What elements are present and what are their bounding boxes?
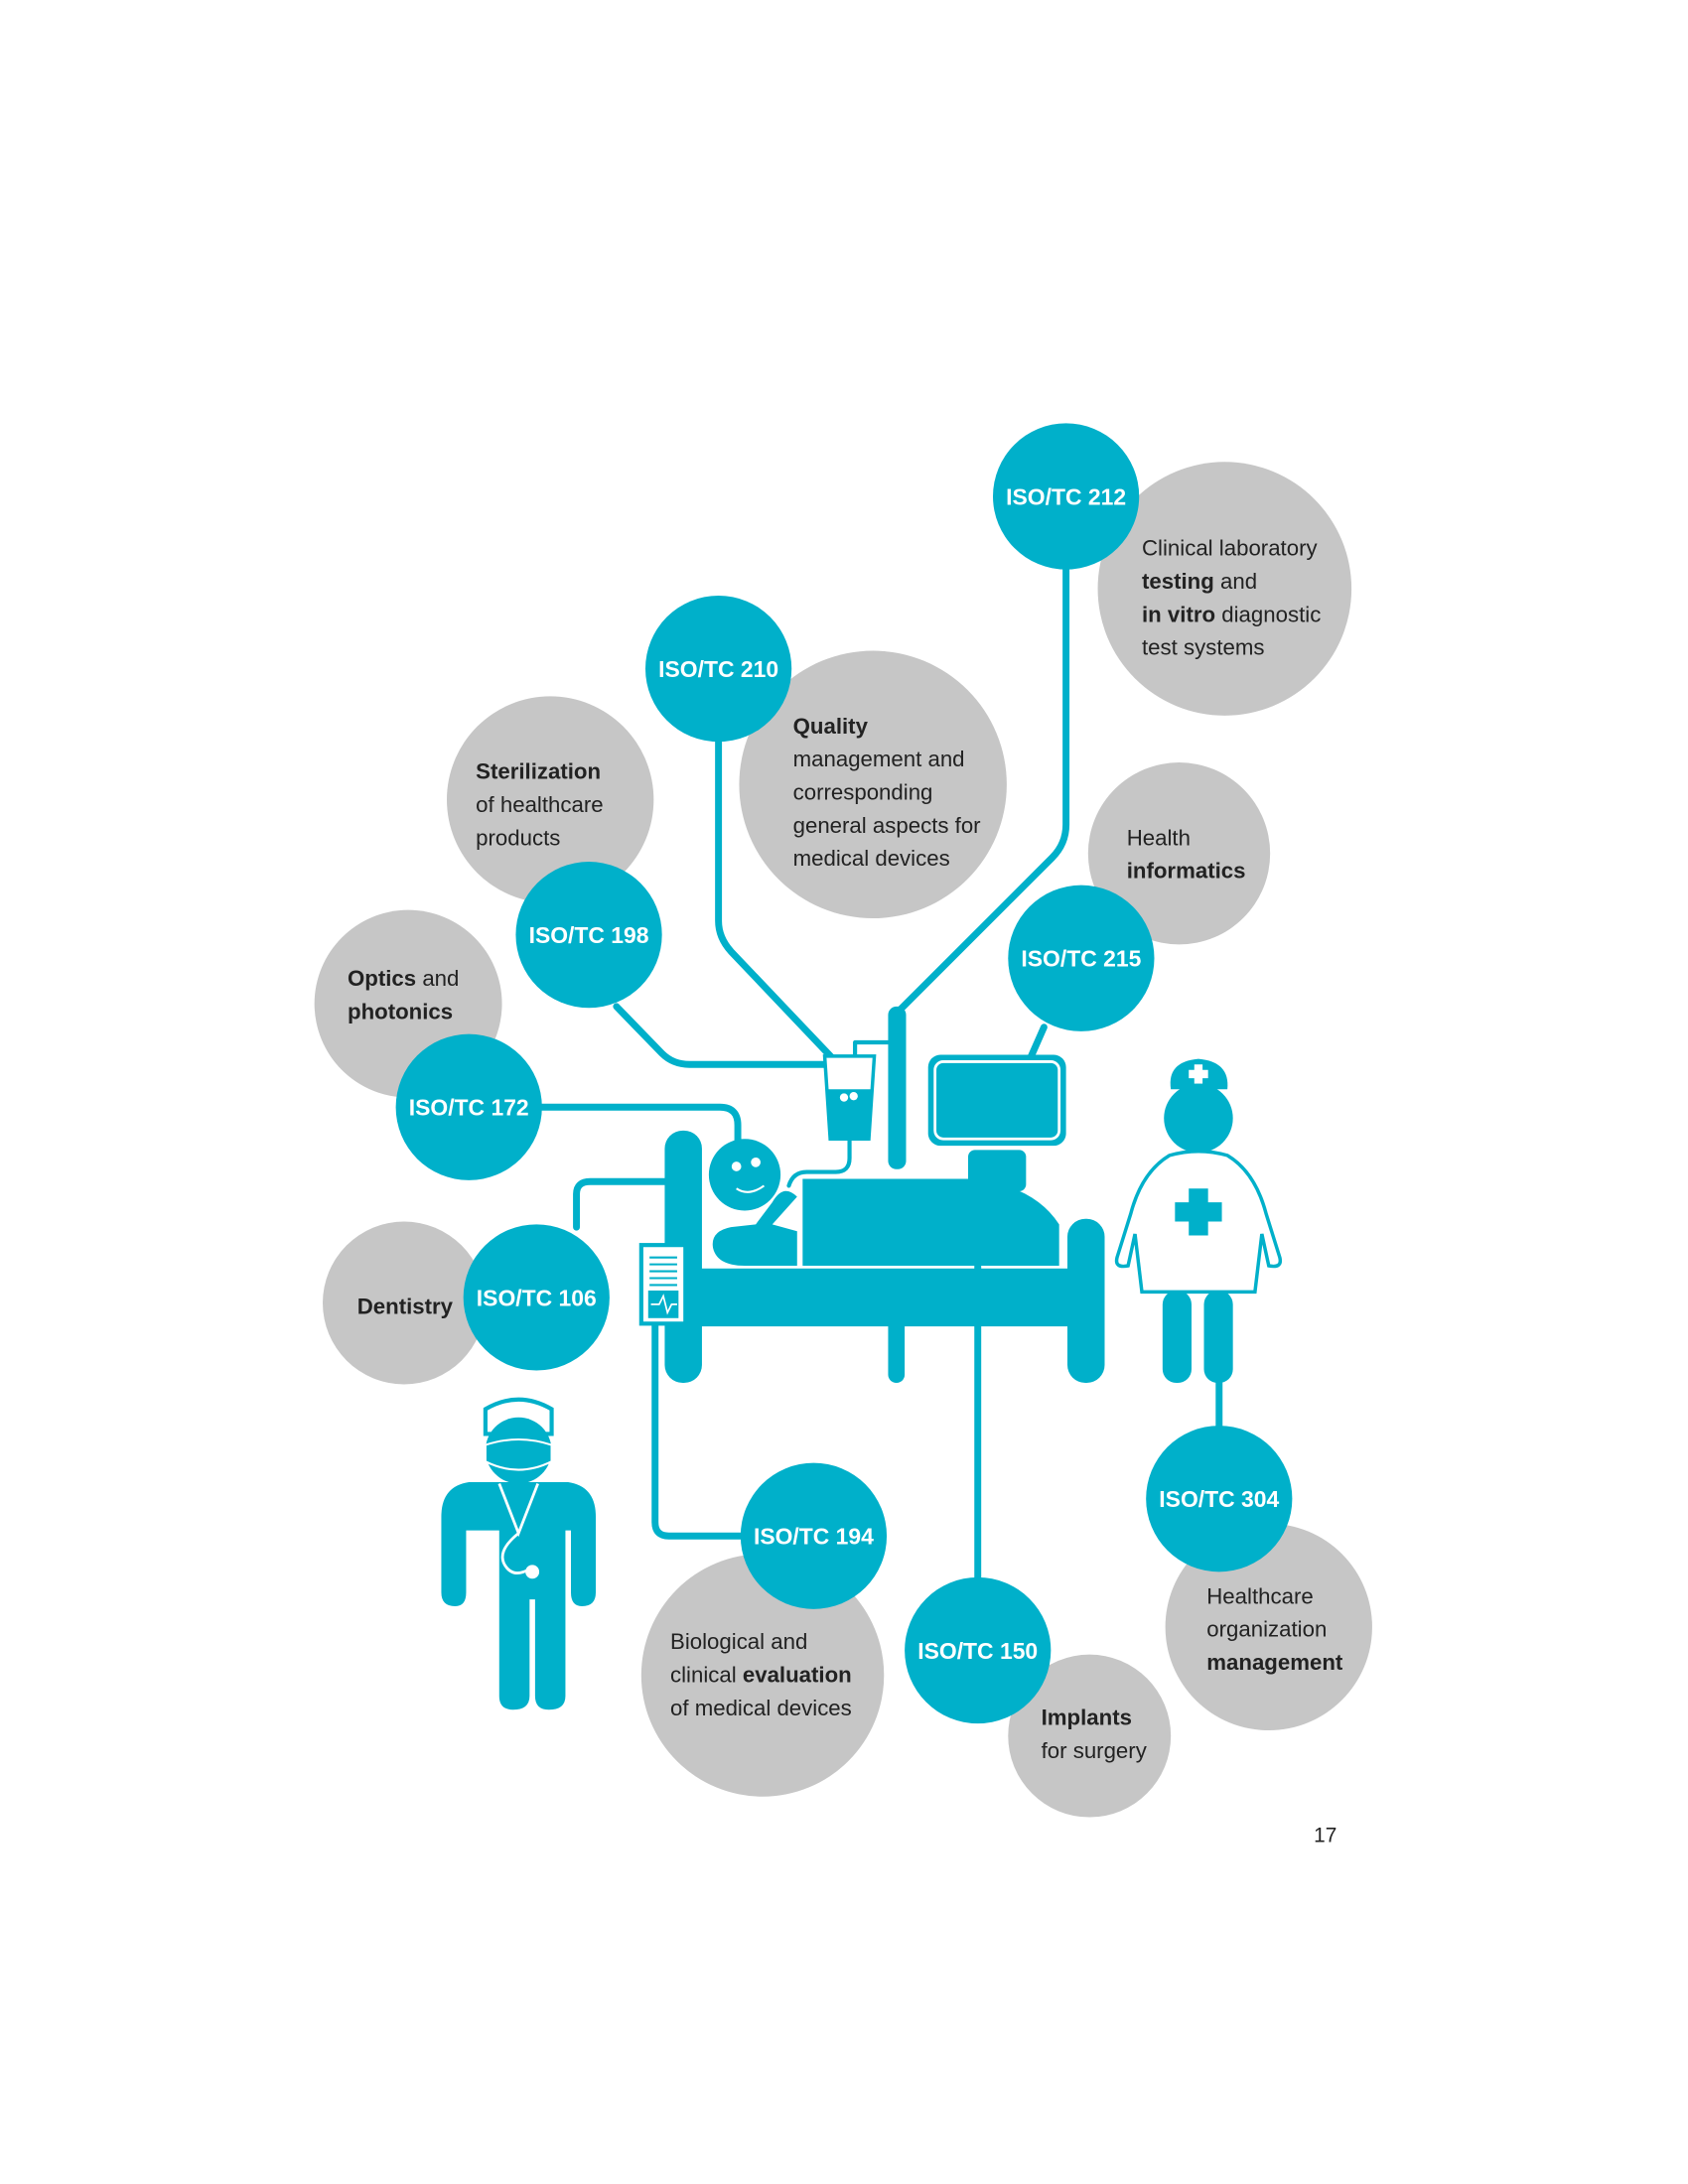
nurse-icon — [1114, 1058, 1283, 1384]
doctor-icon — [441, 1397, 596, 1710]
description-segment: corresponding — [793, 780, 933, 805]
description-bubble-212 — [1097, 462, 1352, 716]
committee-description-150: Implants for surgery — [1042, 1706, 1148, 1763]
committee-circle-215 — [1008, 885, 1155, 1031]
patient-icon — [708, 1139, 1059, 1266]
committee-circle-304 — [1146, 1426, 1293, 1572]
description-segment: of medical devices — [670, 1696, 852, 1720]
description-segment: Healthcare — [1206, 1583, 1313, 1608]
description-segment: medical devices — [793, 846, 950, 871]
iv-tube — [786, 1137, 852, 1188]
description-segment: Biological and — [670, 1629, 807, 1654]
description-segment: Health — [1127, 825, 1191, 850]
description-bubbles — [314, 462, 1372, 1818]
description-segment: general aspects for — [793, 813, 982, 838]
committee-code-212: ISO/TC 212 — [1006, 483, 1126, 509]
connector-106 — [573, 1177, 674, 1231]
description-segment: of healthcare — [476, 792, 603, 817]
committee-circle-106 — [463, 1224, 610, 1371]
committee-circle-150 — [905, 1576, 1052, 1724]
committee-description-106: Dentistry — [357, 1295, 454, 1319]
description-segment: diagnostic — [1215, 602, 1321, 626]
description-segment: testing — [1142, 569, 1214, 594]
committee-description-212: Clinical laboratory testing and in vitro d… — [1142, 536, 1321, 660]
connector-212 — [893, 566, 1070, 1018]
committee-code-194: ISO/TC 194 — [754, 1524, 874, 1550]
connector-194 — [651, 1317, 749, 1540]
committee-description-194: Biological and clinical evaluation of medi… — [670, 1629, 852, 1720]
committee-code-198: ISO/TC 198 — [529, 922, 649, 948]
committee-code-172: ISO/TC 172 — [409, 1095, 529, 1121]
description-bubble-150 — [1008, 1654, 1172, 1818]
description-segment: evaluation — [743, 1662, 852, 1687]
description-segment: Implants — [1042, 1706, 1132, 1730]
description-segment: and — [416, 966, 459, 991]
description-segment: Optics — [348, 966, 416, 991]
description-segment: test systems — [1142, 635, 1264, 660]
description-segment: organization — [1206, 1617, 1327, 1642]
description-segment: Clinical laboratory — [1142, 536, 1318, 561]
connector-172 — [538, 1103, 742, 1152]
connector-198 — [613, 1003, 831, 1068]
connector-210 — [715, 738, 840, 1065]
committee-description-172: Optics and photonics — [348, 966, 459, 1024]
description-segment: Dentistry — [357, 1295, 454, 1319]
description-segment: for surgery — [1042, 1738, 1148, 1763]
committee-description-215: Health informatics — [1127, 825, 1246, 883]
description-segment: management — [1206, 1650, 1343, 1675]
description-bubble-194 — [640, 1554, 885, 1797]
committee-code-304: ISO/TC 304 — [1159, 1486, 1279, 1512]
illustration — [441, 1006, 1283, 1710]
committee-circle-194 — [740, 1462, 888, 1609]
committee-code-106: ISO/TC 106 — [477, 1285, 597, 1310]
description-bubble-210 — [739, 650, 1007, 918]
committee-description-210: Quality management and corresponding genera… — [793, 714, 982, 871]
description-bubble-304 — [1165, 1523, 1372, 1731]
committee-circle-212 — [993, 423, 1140, 570]
description-segment: and — [1214, 569, 1257, 594]
iv-pole-link — [853, 1039, 899, 1057]
page-number: 17 — [1314, 1825, 1336, 1847]
committee-circles — [395, 423, 1293, 1724]
committee-circle-210 — [645, 596, 792, 743]
description-segment: informatics — [1127, 859, 1246, 884]
description-segment: products — [476, 825, 560, 850]
committee-circle-198 — [515, 862, 662, 1009]
committee-circle-172 — [395, 1033, 542, 1180]
committee-code-150: ISO/TC 150 — [917, 1638, 1038, 1664]
committee-description-198: Sterilization of healthcare products — [476, 759, 603, 851]
committee-code-215: ISO/TC 215 — [1021, 946, 1141, 972]
description-bubble-106 — [323, 1221, 486, 1385]
description-segment: Sterilization — [476, 759, 601, 784]
description-segment: Quality — [793, 714, 869, 739]
medical-chart-icon — [638, 1243, 688, 1326]
description-bubble-215 — [1087, 762, 1271, 945]
committee-description-304: Healthcare organization management — [1206, 1583, 1343, 1675]
iv-bag-icon — [822, 1054, 877, 1141]
description-bubble-198 — [447, 696, 654, 903]
description-segment: management and — [793, 747, 965, 771]
monitor-icon — [927, 1054, 1066, 1191]
description-segment: clinical — [670, 1662, 743, 1687]
description-segment: in vitro — [1142, 602, 1215, 626]
committee-code-210: ISO/TC 210 — [658, 656, 778, 682]
description-segment: photonics — [348, 999, 453, 1024]
